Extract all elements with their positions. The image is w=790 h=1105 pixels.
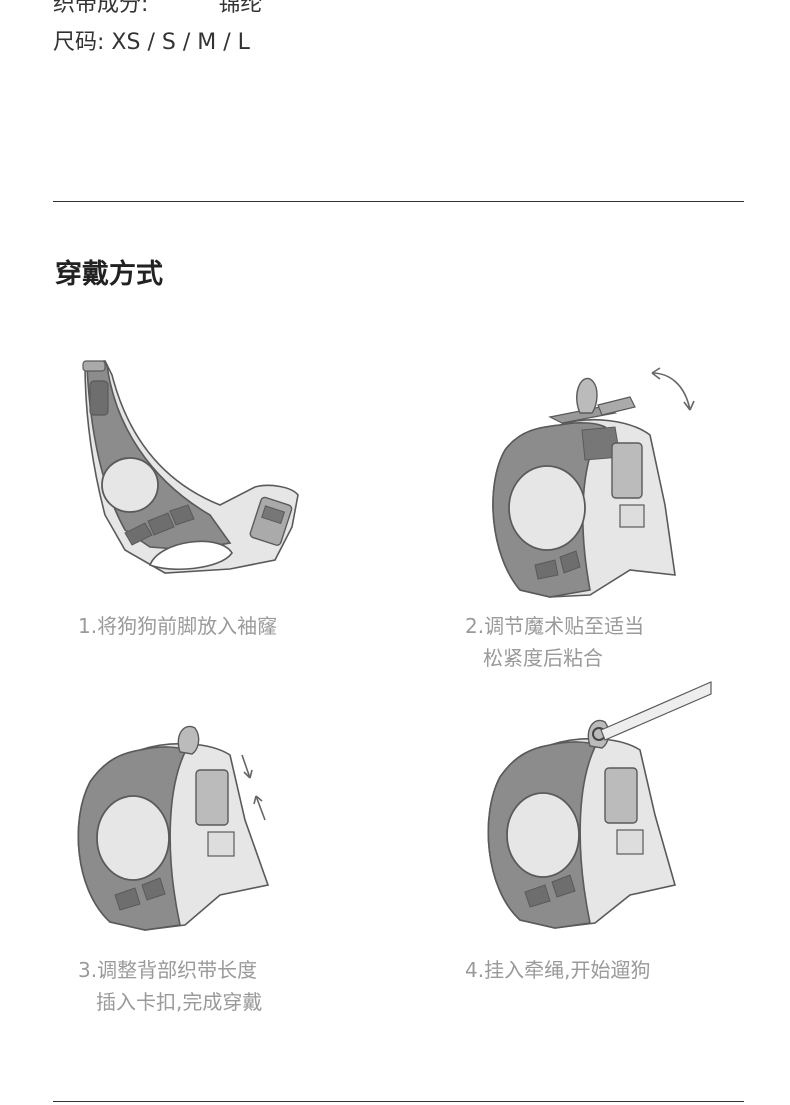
step-2-line-1: 2.调节魔术贴至适当 bbox=[465, 614, 645, 638]
step-2-caption: 2.调节魔术贴至适当 松紧度后粘合 bbox=[465, 610, 644, 674]
strap-material-label: 织带成分: bbox=[53, 0, 149, 17]
step-2-illustration bbox=[480, 365, 710, 605]
strap-material-value: 锦纶 bbox=[218, 0, 263, 17]
section-title: 穿戴方式 bbox=[55, 259, 163, 290]
step-4-line-1: 4.挂入牵绳,开始遛狗 bbox=[465, 958, 651, 982]
size-label: 尺码: bbox=[53, 30, 105, 55]
strap-material-row: 织带成分: 锦纶 bbox=[53, 0, 262, 18]
step-1-illustration bbox=[70, 355, 310, 585]
step-2-line-2: 松紧度后粘合 bbox=[483, 646, 603, 670]
size-value: XS / S / M / L bbox=[111, 30, 250, 55]
step-3-illustration bbox=[70, 720, 300, 940]
step-4-caption: 4.挂入牵绳,开始遛狗 bbox=[465, 954, 650, 986]
step-4-illustration bbox=[475, 680, 715, 935]
divider-bottom bbox=[53, 1101, 744, 1102]
step-3-caption: 3.调整背部织带长度 插入卡扣,完成穿戴 bbox=[78, 954, 262, 1018]
step-3-line-1: 3.调整背部织带长度 bbox=[78, 958, 258, 982]
size-row: 尺码: XS / S / M / L bbox=[53, 24, 250, 56]
step-1-caption: 1.将狗狗前脚放入袖窿 bbox=[78, 610, 277, 642]
divider-top bbox=[53, 201, 744, 202]
step-3-line-2: 插入卡扣,完成穿戴 bbox=[96, 990, 263, 1014]
step-1-line-1: 1.将狗狗前脚放入袖窿 bbox=[78, 614, 278, 638]
